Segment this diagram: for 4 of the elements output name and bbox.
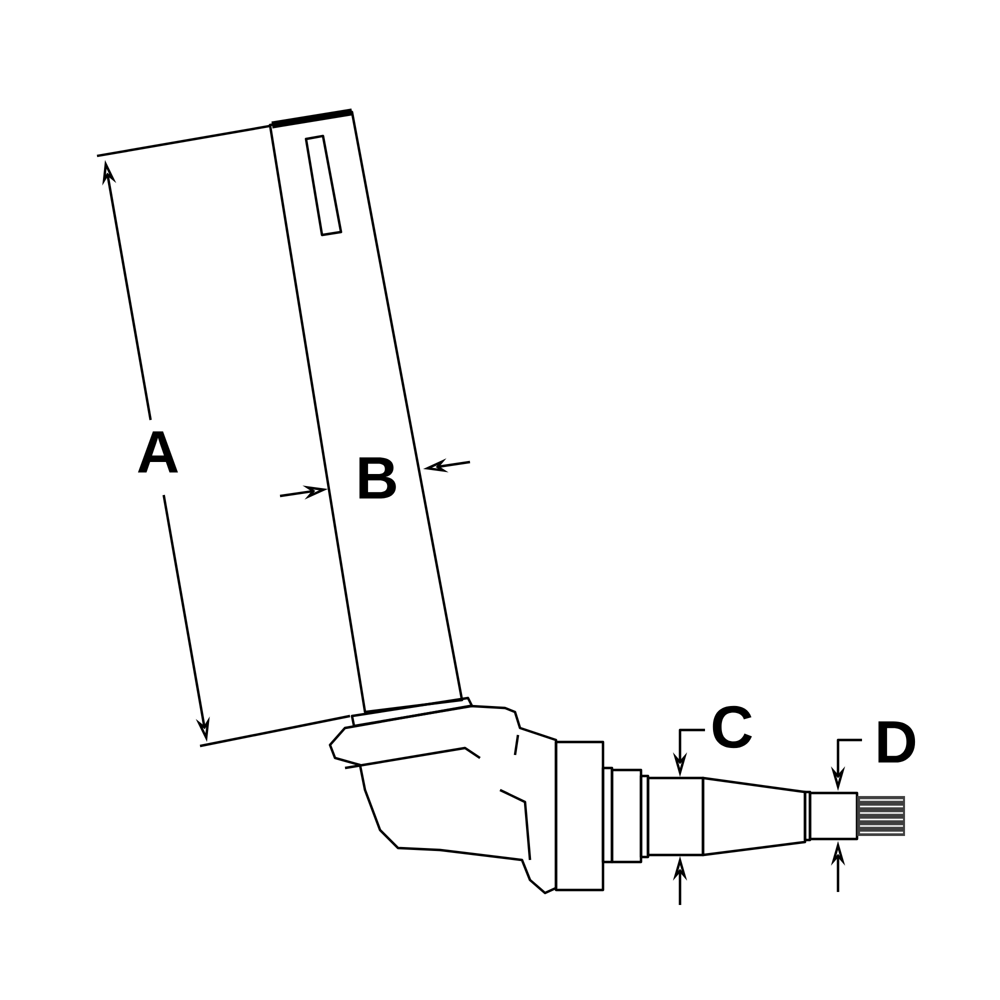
dimension-label: C [712, 706, 752, 748]
dimension-label: A [138, 431, 178, 473]
dimension-label: D [878, 721, 916, 763]
dimension-label: B [359, 457, 396, 499]
